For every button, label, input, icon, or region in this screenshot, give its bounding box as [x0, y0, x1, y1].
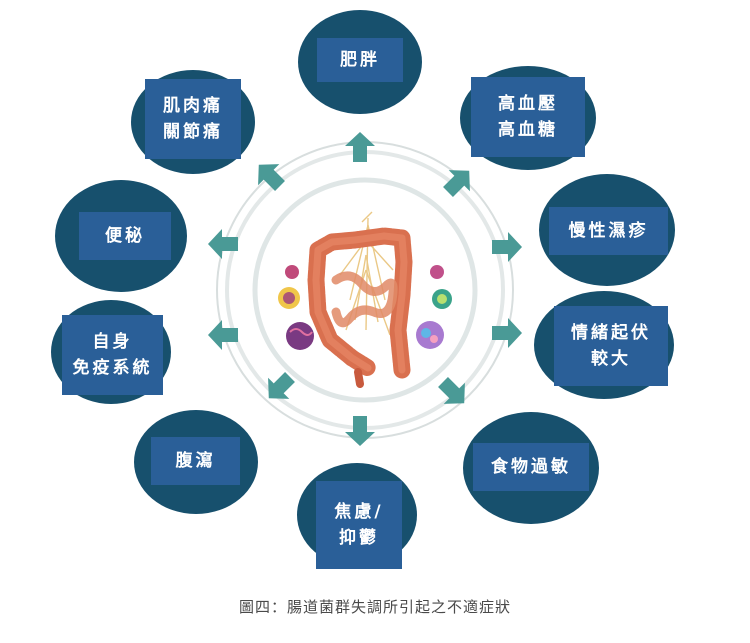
node-label-eczema: 慢性濕疹 — [549, 207, 668, 255]
node-label-food-allergy: 食物過敏 — [473, 443, 589, 491]
arrow-group — [208, 132, 522, 446]
node-text-line: 較大 — [591, 349, 631, 369]
node-label-autoimmune: 自身免疫系統 — [62, 315, 163, 395]
node-text-line: 高血糖 — [498, 120, 558, 140]
node-text-line: 抑鬱 — [339, 528, 379, 548]
node-text-line: 腹瀉 — [175, 451, 216, 471]
node-text-line: 食物過敏 — [491, 457, 571, 477]
node-label-anxiety-depression: 焦慮/抑鬱 — [316, 481, 402, 569]
arrow-constipation — [208, 229, 238, 259]
node-label-mood-swings: 情緒起伏較大 — [554, 306, 668, 386]
node-text-line: 便秘 — [105, 226, 145, 246]
node-text-line: 焦慮/ — [334, 502, 384, 522]
arrow-diarrhea — [268, 372, 295, 399]
arrow-eczema — [492, 232, 522, 262]
node-label-obesity: 肥胖 — [317, 38, 403, 82]
intestine-illustration — [278, 211, 452, 388]
node-label-constipation: 便秘 — [79, 212, 171, 260]
node-label-diarrhea: 腹瀉 — [151, 437, 240, 485]
node-label-hypertension-diabetes: 高血壓高血糖 — [471, 77, 585, 157]
node-text-line: 關節痛 — [163, 122, 223, 142]
node-text-line: 自身 — [92, 332, 133, 352]
arrow-food-allergy — [438, 377, 465, 404]
arrow-autoimmune — [208, 320, 238, 350]
node-text-line: 肌肉痛 — [163, 96, 223, 116]
node-text-line: 免疫系統 — [72, 358, 153, 378]
arrow-hypertension-diabetes — [443, 170, 470, 197]
node-text-line: 慢性濕疹 — [568, 221, 649, 241]
node-label-muscle-joint-pain: 肌肉痛關節痛 — [145, 79, 241, 159]
arrow-anxiety-depression — [345, 416, 375, 446]
arrow-muscle-joint-pain — [258, 164, 285, 191]
figure-caption: 圖四：腸道菌群失調所引起之不適症狀 — [238, 598, 511, 616]
node-text-line: 情緒起伏 — [571, 323, 651, 343]
node-text-line: 肥胖 — [340, 50, 380, 70]
arrow-mood-swings — [492, 318, 522, 348]
arrow-obesity — [345, 132, 375, 162]
node-text-line: 高血壓 — [498, 94, 558, 114]
